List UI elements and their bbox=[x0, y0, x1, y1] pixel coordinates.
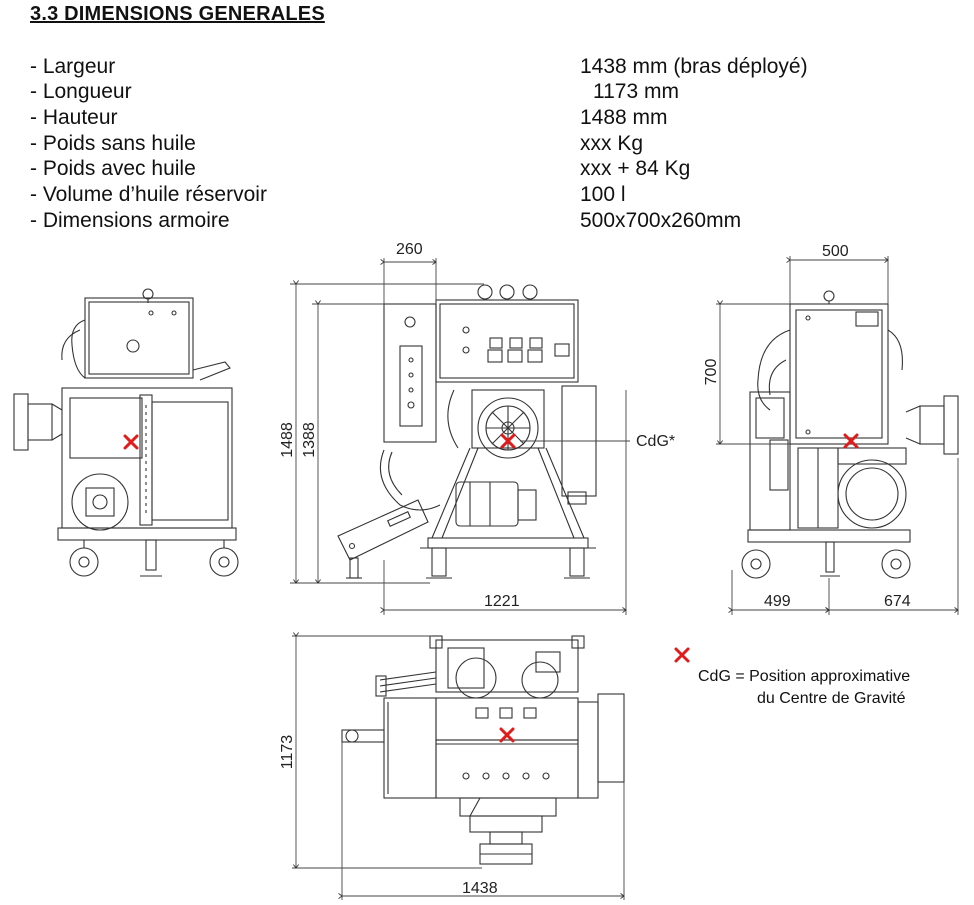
spec-label: - Dimensions armoire bbox=[30, 209, 230, 232]
spec-row-hauteur: - Hauteur 1488 mm bbox=[30, 106, 930, 132]
cog-marker-front-view bbox=[500, 433, 516, 449]
spec-value: 100 l bbox=[580, 183, 626, 206]
spec-row-poids-avec-huile: - Poids avec huile xxx + 84 Kg bbox=[30, 157, 930, 183]
cog-markers bbox=[123, 433, 859, 743]
right-dim-bottom-right: 674 bbox=[884, 593, 911, 610]
right-dim-bottom-left: 499 bbox=[764, 593, 791, 610]
left-side-view bbox=[13, 288, 239, 577]
front-view-dimensions bbox=[290, 258, 630, 615]
spec-label: - Hauteur bbox=[30, 106, 118, 129]
cog-label: CdG* bbox=[636, 433, 675, 450]
spec-value: 500x700x260mm bbox=[580, 209, 742, 232]
cog-marker-top-view bbox=[499, 727, 515, 743]
top-view bbox=[341, 635, 625, 865]
right-side-view bbox=[741, 290, 959, 579]
spec-label: - Poids avec huile bbox=[30, 157, 196, 180]
section-title: 3.3 DIMENSIONS GENERALES bbox=[30, 3, 325, 25]
spec-label: - Longueur bbox=[30, 80, 132, 103]
front-dim-width-bottom: 1221 bbox=[484, 593, 520, 610]
spec-label: - Largeur bbox=[30, 55, 116, 78]
top-view-dimensions bbox=[292, 636, 624, 900]
spec-label: - Poids sans huile bbox=[30, 132, 196, 155]
spec-row-longueur: - Longueur 1173 mm bbox=[30, 80, 930, 106]
spec-row-dimensions-armoire: - Dimensions armoire 500x700x260mm bbox=[30, 209, 930, 235]
spec-row-largeur: - Largeur 1438 mm (bras déployé) bbox=[30, 55, 930, 81]
right-view-dimensions bbox=[716, 256, 958, 615]
legend-line-1: CdG = Position approximative bbox=[698, 668, 911, 685]
spec-value: 1488 mm bbox=[580, 106, 668, 129]
right-dim-width-top: 500 bbox=[822, 243, 849, 260]
spec-value: 1173 mm bbox=[593, 80, 679, 103]
spec-value: xxx + 84 Kg bbox=[580, 157, 691, 180]
spec-value: 1438 mm (bras déployé) bbox=[580, 55, 808, 78]
cog-marker-right-view bbox=[843, 433, 859, 449]
top-dim-width: 1438 bbox=[462, 880, 498, 897]
cog-marker-left-view bbox=[123, 434, 139, 450]
spec-row-poids-sans-huile: - Poids sans huile xxx Kg bbox=[30, 132, 930, 158]
front-view bbox=[337, 284, 597, 579]
front-dim-height-outer: 1488 bbox=[279, 422, 296, 458]
top-dim-height: 1173 bbox=[279, 735, 296, 770]
spec-label: - Volume d’huile réservoir bbox=[30, 183, 267, 206]
legend-line-2: du Centre de Gravité bbox=[757, 690, 906, 707]
front-dim-width-top: 260 bbox=[396, 241, 423, 258]
spec-value: xxx Kg bbox=[580, 132, 644, 155]
spec-row-volume-huile: - Volume d’huile réservoir 100 l bbox=[30, 183, 930, 209]
right-dim-height: 700 bbox=[703, 359, 720, 386]
cog-marker-legend bbox=[674, 647, 690, 663]
front-dim-height-inner: 1388 bbox=[301, 422, 318, 458]
